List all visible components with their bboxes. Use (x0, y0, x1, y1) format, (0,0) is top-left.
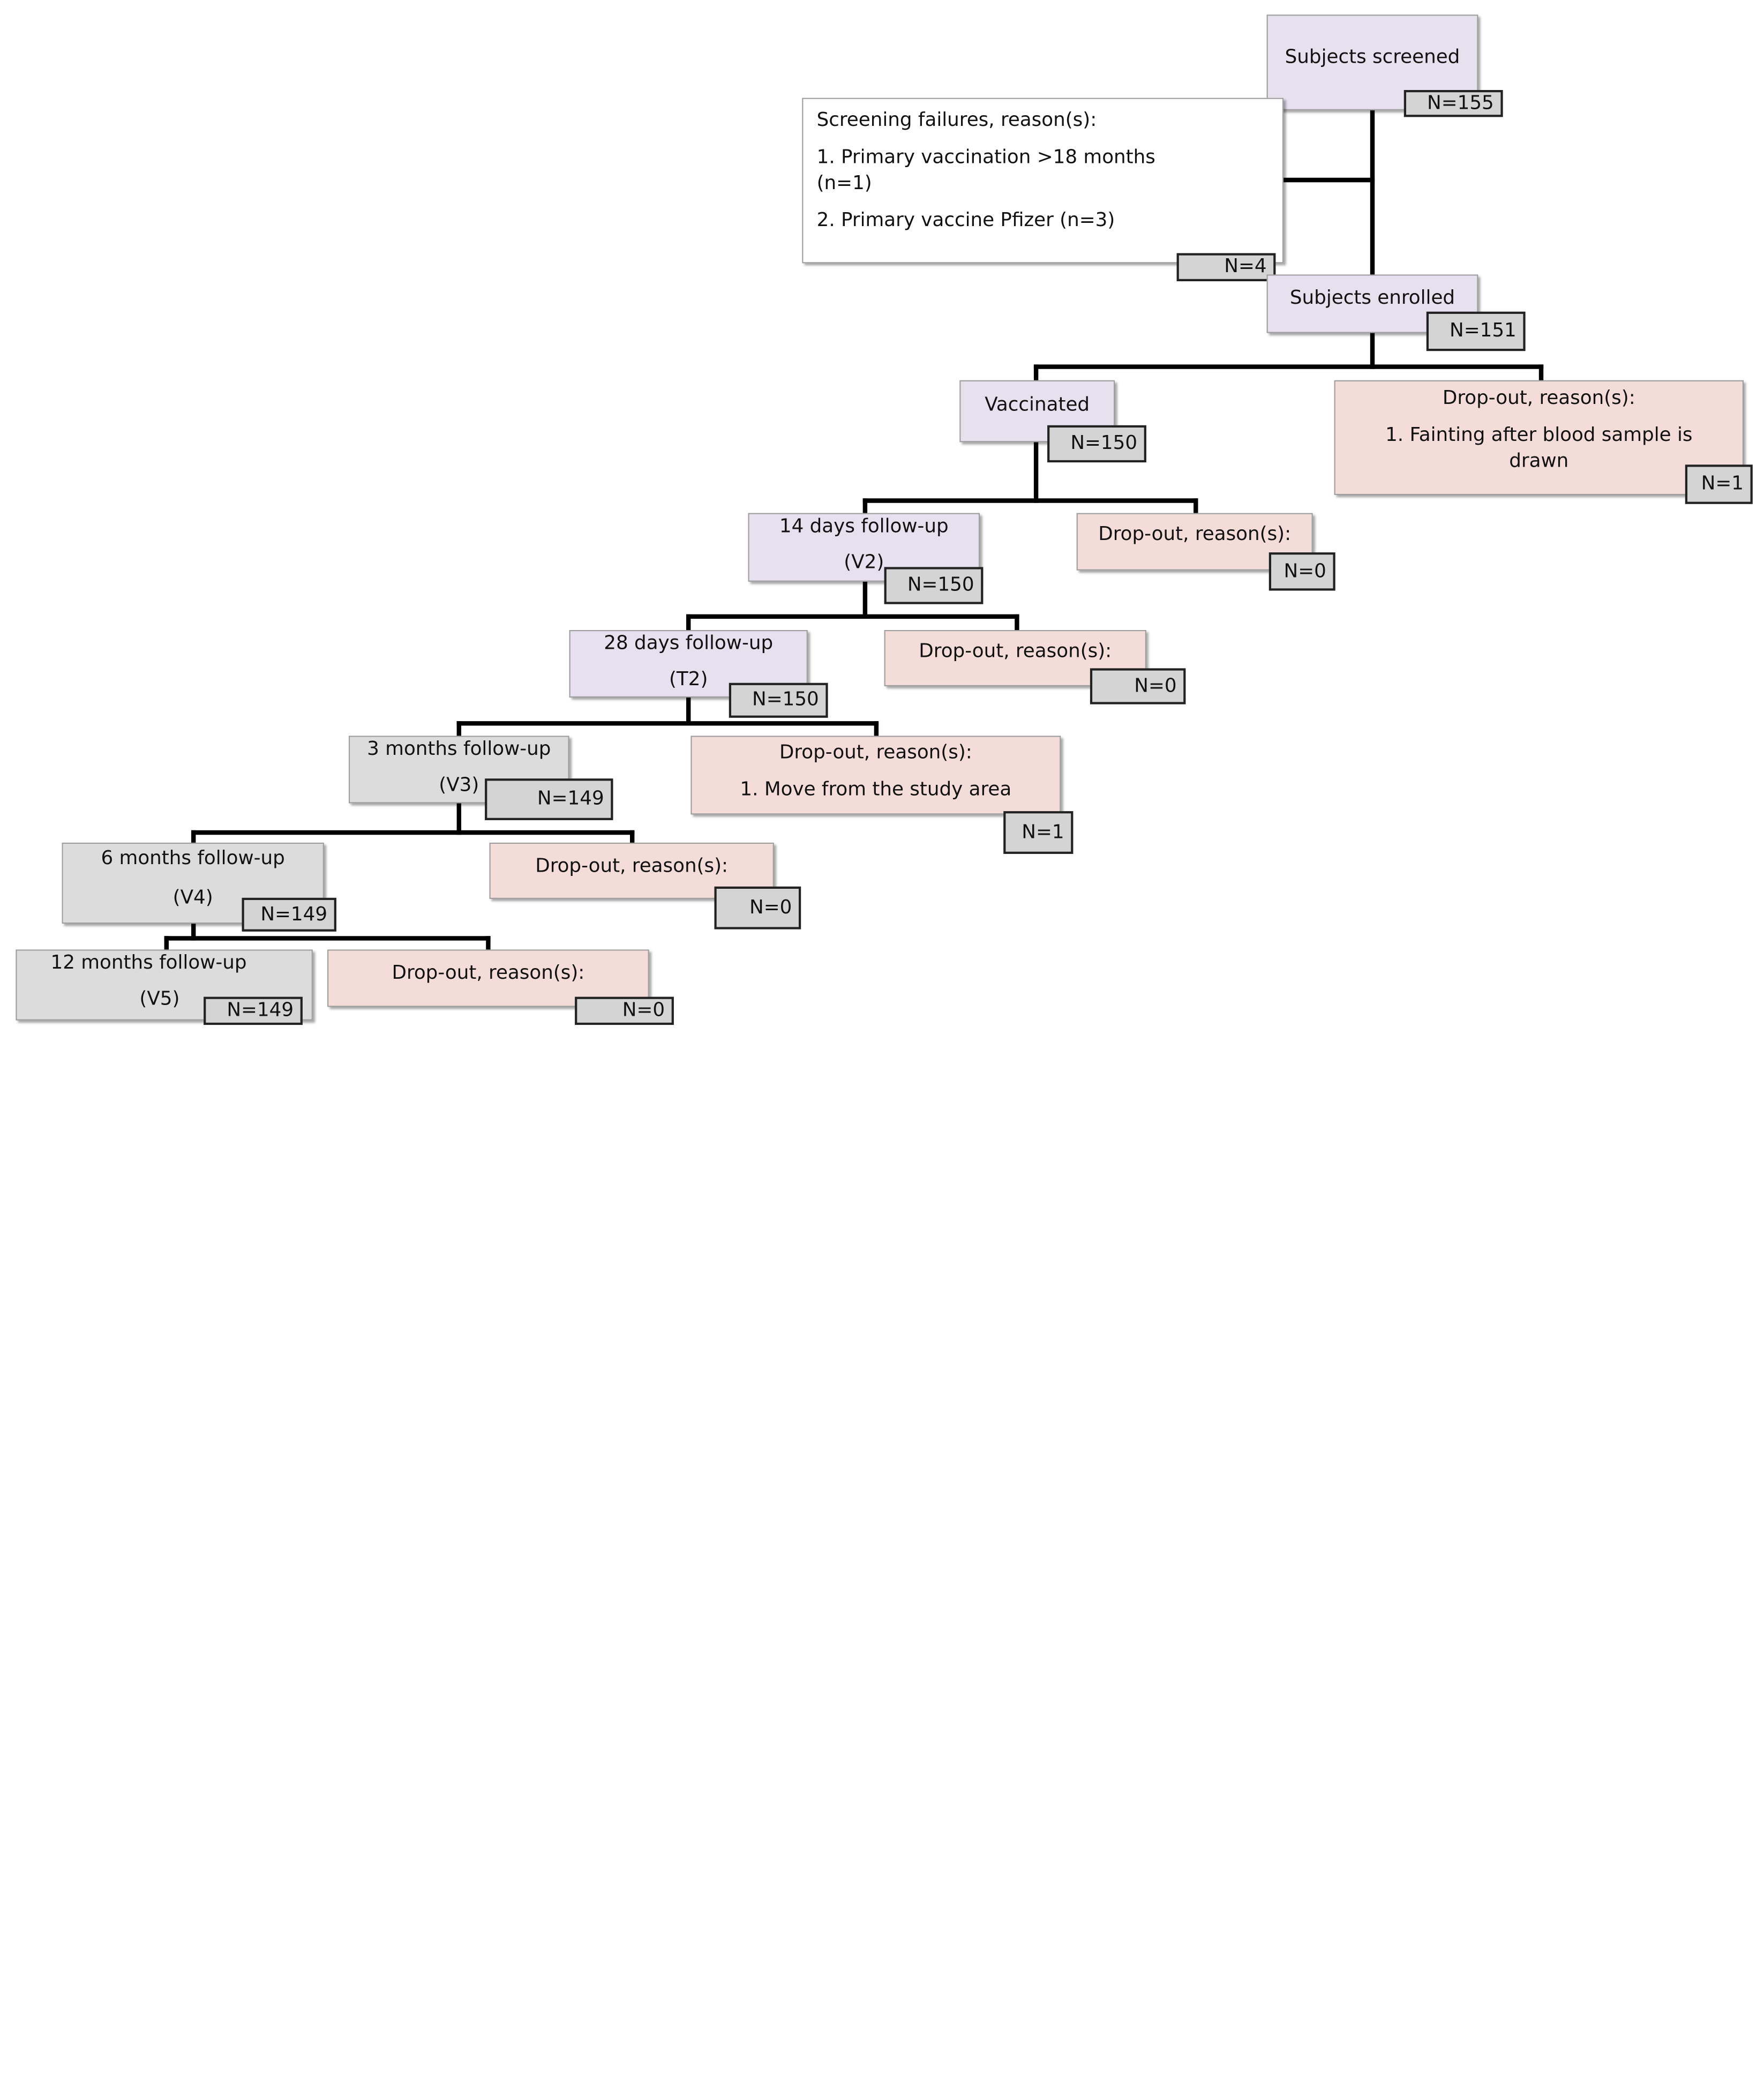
screened-title: Subjects screened (1285, 46, 1460, 69)
followup-28d-code: (T2) (669, 668, 708, 691)
screening-failures-title: Screening failures, reason(s): (816, 109, 1097, 132)
enrolled-count: N=151 (1426, 311, 1526, 351)
dropout-enrolled-title: Drop-out, reason(s): (1442, 387, 1635, 410)
dropout-14d-count: N=0 (1268, 552, 1335, 591)
dropout-14d-title: Drop-out, reason(s): (1098, 523, 1292, 546)
dropout-6m-title: Drop-out, reason(s): (535, 854, 729, 878)
followup-6m-code: (V4) (172, 886, 213, 909)
dropout-3m-box: Drop-out, reason(s): 1. Move from the st… (690, 736, 1061, 815)
dropout-enrolled-reason-1: 1. Fainting after blood sample is drawn (1385, 424, 1693, 473)
followup-3m-title: 3 months follow-up (367, 738, 551, 761)
screening-failures-reason-1-count: (n=1) (816, 172, 872, 195)
screened-count: N=155 (1403, 90, 1503, 117)
screening-failures-reason-1: 1. Primary vaccination >18 months (816, 146, 1155, 169)
followup-6m-box: 6 months follow-up (V4) (62, 842, 324, 924)
followup-12m-code: (V5) (139, 987, 180, 1010)
dropout-28d-title: Drop-out, reason(s): (919, 640, 1112, 663)
dropout-6m-count: N=0 (714, 886, 801, 929)
enrolled-title: Subjects enrolled (1289, 287, 1455, 310)
vaccinated-title: Vaccinated (985, 393, 1090, 416)
dropout-enrolled-count: N=1 (1685, 464, 1753, 504)
dropout-12m-count: N=0 (575, 996, 674, 1025)
screening-failures-count: N=4 (1176, 253, 1276, 281)
followup-14d-count: N=150 (884, 567, 984, 604)
screening-failures-box: Screening failures, reason(s): 1. Primar… (802, 98, 1284, 264)
followup-3m-count: N=149 (485, 778, 613, 820)
followup-14d-code: (V2) (844, 551, 884, 574)
dropout-12m-title: Drop-out, reason(s): (392, 962, 585, 985)
dropout-enrolled-box: Drop-out, reason(s): 1. Fainting after b… (1334, 380, 1744, 495)
followup-14d-title: 14 days follow-up (779, 515, 949, 538)
followup-6m-title: 6 months follow-up (101, 847, 285, 870)
dropout-6m-box: Drop-out, reason(s): (489, 842, 774, 899)
connector-lines (164, 108, 1544, 952)
followup-12m-box: 12 months follow-up (V5) (16, 949, 313, 1021)
screening-failures-reason-2: 2. Primary vaccine Pfizer (n=3) (816, 209, 1115, 232)
followup-12m-title: 12 months follow-up (50, 951, 247, 974)
dropout-3m-title: Drop-out, reason(s): (779, 741, 972, 764)
dropout-28d-count: N=0 (1090, 668, 1186, 704)
dropout-3m-count: N=1 (1003, 811, 1074, 854)
followup-3m-code: (V3) (439, 774, 479, 797)
followup-12m-count: N=149 (204, 996, 303, 1025)
followup-28d-count: N=150 (729, 683, 828, 718)
followup-6m-count: N=149 (242, 897, 336, 932)
dropout-3m-reason-1: 1. Move from the study area (740, 778, 1012, 801)
vaccinated-count: N=150 (1047, 425, 1146, 463)
followup-28d-title: 28 days follow-up (604, 632, 774, 655)
